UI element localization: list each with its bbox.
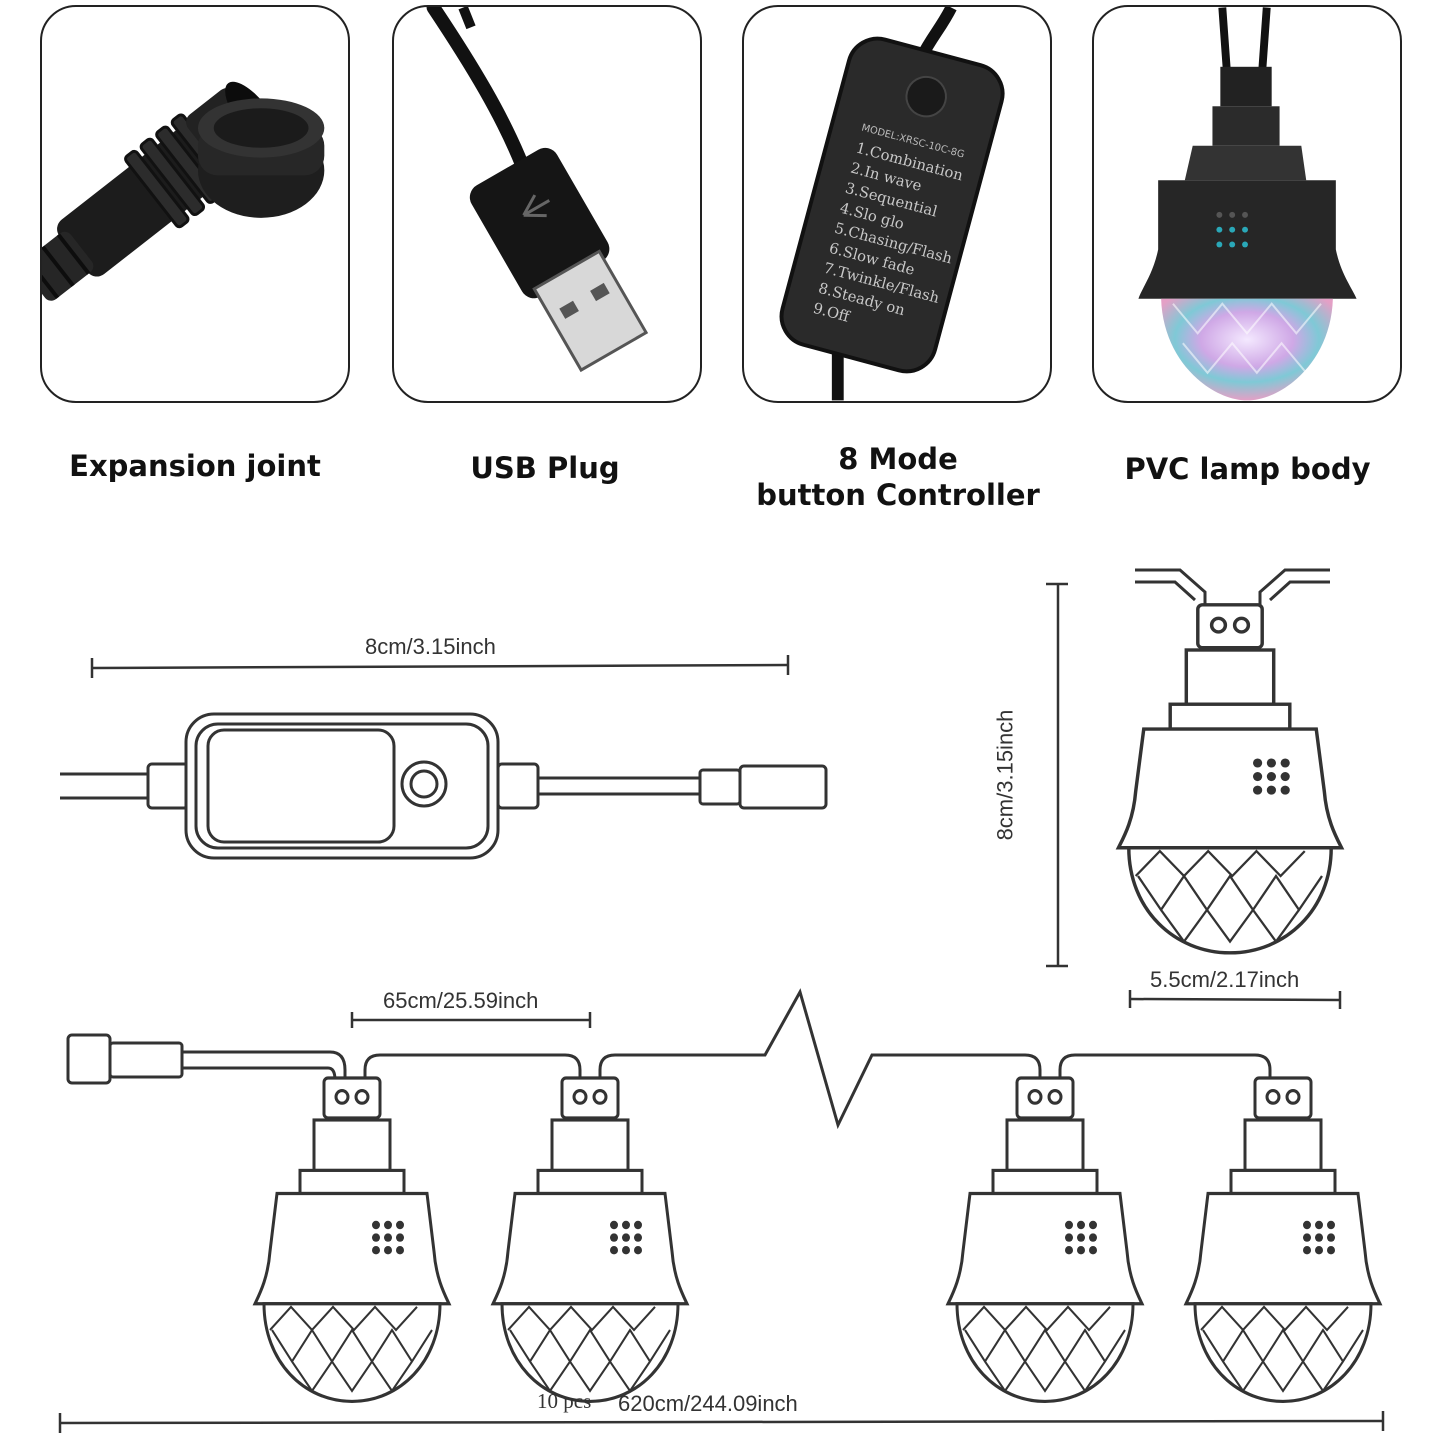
caption-controller-line2: button Controller (756, 478, 1040, 512)
spacing-dimension (350, 1012, 592, 1028)
usb-plug-icon (426, 7, 649, 373)
total-length-label: 620cm/244.09inch (618, 1391, 798, 1416)
light-string-drawing (66, 988, 1382, 1403)
controller-length-label: 8cm/3.15inch (365, 634, 496, 659)
caption-expansion-joint: Expansion joint (69, 449, 321, 483)
disco-lamp-icon (1138, 7, 1357, 401)
lamp-height-dimension (1046, 582, 1068, 968)
caption-controller-line1: 8 Mode (838, 442, 958, 476)
single-lamp-drawing (1116, 568, 1344, 955)
lamp-width-label: 5.5cm/2.17inch (1150, 967, 1300, 992)
expansion-joint-card (40, 5, 350, 403)
count-label: 10 pcs (537, 1389, 592, 1413)
lamp-height-label: 8cm/3.15inch (992, 709, 1018, 841)
lamp-body-card (1092, 5, 1402, 403)
controller-outline (60, 712, 828, 860)
lamp-width-dimension (1128, 990, 1342, 1009)
connector-cap-icon (42, 81, 325, 301)
caption-usb-plug: USB Plug (470, 451, 620, 485)
total-length-dimension (58, 1411, 1385, 1433)
usb-plug-card (392, 5, 702, 403)
caption-pvc-lamp-body: PVC lamp body (1124, 452, 1371, 486)
controller-length-dimension (90, 655, 790, 678)
spacing-label: 65cm/25.59inch (383, 988, 539, 1013)
